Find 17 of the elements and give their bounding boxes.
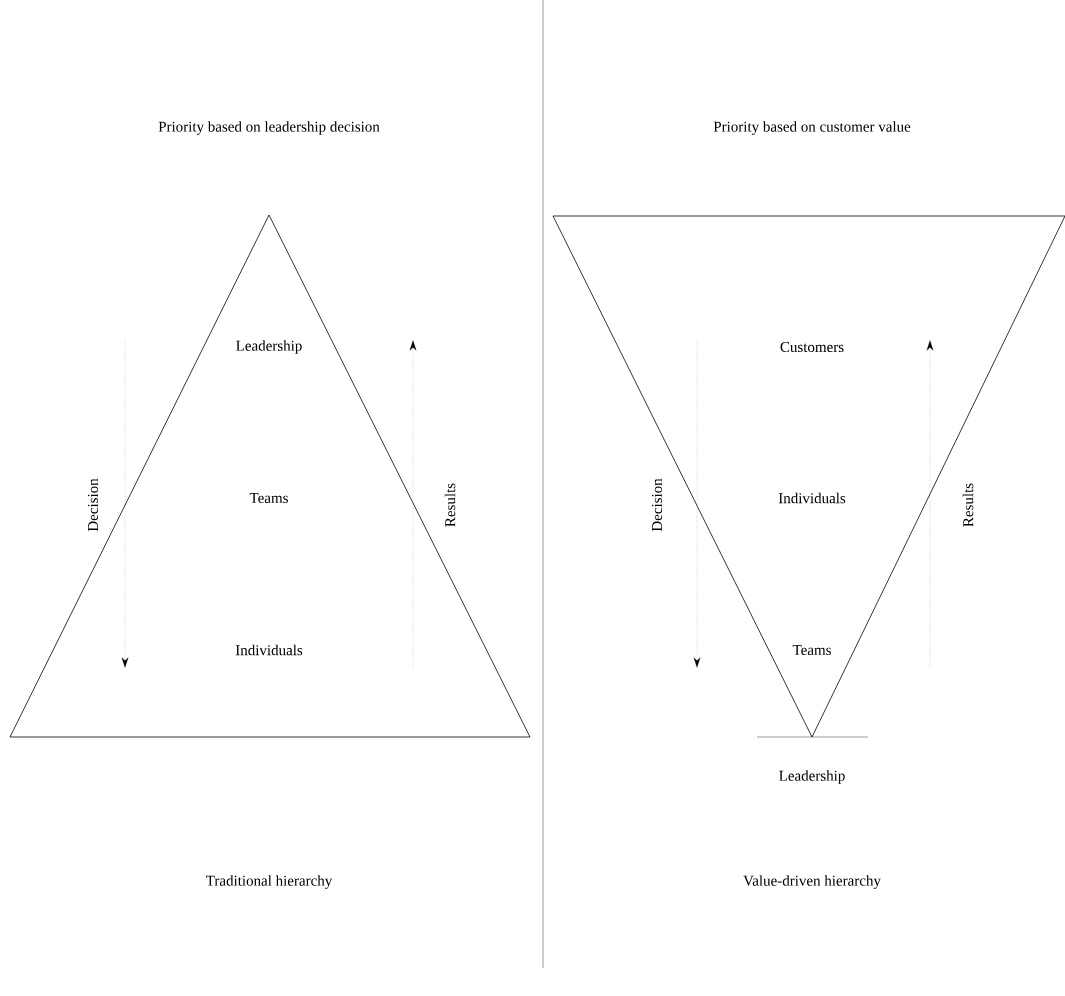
tier-label: Individuals	[234, 643, 304, 657]
tier-label: Individuals	[777, 491, 847, 505]
arrow-label: Decision	[651, 478, 663, 532]
base-label: Leadership	[779, 770, 845, 784]
tier-label: Leadership	[234, 339, 304, 355]
heading: Priority based on customer value	[713, 121, 911, 135]
caption: Value-driven hierarchy	[743, 875, 881, 889]
arrow-label: Results	[962, 483, 974, 527]
arrow-label: Results	[444, 483, 456, 527]
hierarchy-triangle	[9, 214, 531, 738]
hierarchy-triangle	[552, 215, 1065, 738]
arrow-label: Decision	[87, 478, 99, 532]
tier-label: Teams	[791, 644, 833, 656]
tier-label: Teams	[248, 492, 290, 504]
tier-label: Customers	[778, 340, 846, 354]
caption: Traditional hierarchy	[206, 875, 333, 889]
heading: Priority based on leadership decision	[158, 121, 380, 135]
